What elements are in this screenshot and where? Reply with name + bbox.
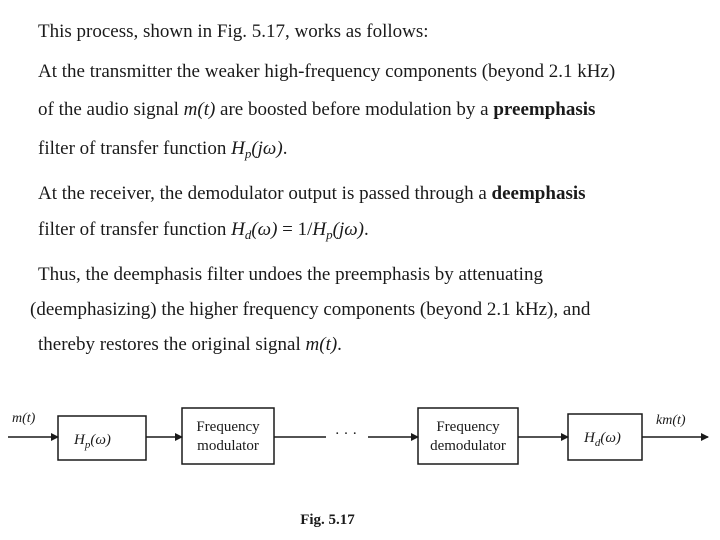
output-signal-label: km(t)	[656, 413, 686, 428]
figure-reference: Fig. 5.17	[216, 21, 286, 42]
subscript-p: p	[326, 227, 333, 242]
figure-caption: Fig. 5.17	[300, 512, 355, 528]
argument-j-omega: (jω)	[332, 219, 364, 240]
text-fragment: .	[282, 138, 288, 159]
para3-line2: (deemphasizing) the higher frequency com…	[30, 299, 591, 320]
term-preemphasis: preemphasis	[493, 99, 596, 120]
para3-line1: Thus, the deemphasis filter undoes the p…	[38, 264, 543, 285]
para2-line1: At the receiver, the demodulator output …	[38, 182, 586, 206]
preemphasis-filter-label: Hp(ω)	[73, 432, 111, 451]
text-fragment: filter of transfer function	[38, 219, 232, 240]
equation-fragment: = 1/	[277, 219, 313, 240]
para1-line2: At the transmitter the weaker high-frequ…	[38, 61, 616, 82]
signal-m-of-t: m(t)	[183, 99, 216, 120]
para2-line2: filter of transfer function Hd(ω) = 1/Hp…	[38, 218, 369, 247]
modulator-label-line1: Frequency	[196, 419, 260, 435]
symbol-H: H	[231, 138, 245, 159]
demodulator-label-line2: demodulator	[430, 438, 506, 454]
term-deemphasis: deemphasis	[491, 183, 586, 204]
text-fragment: are boosted before modulation by a	[215, 99, 494, 120]
preemphasis-filter-box	[57, 415, 147, 461]
text-fragment: This process, shown in	[38, 21, 217, 42]
block-diagram: m(t) Hp(ω) Frequency modulator · · · Fre…	[8, 407, 709, 465]
modulator-label-line2: modulator	[197, 438, 259, 454]
text-fragment: .	[337, 334, 342, 355]
subscript-p: p	[244, 146, 252, 161]
text-fragment: filter of transfer function	[38, 138, 232, 159]
deemphasis-filter-label: Hd(ω)	[583, 430, 621, 449]
para1-line1: This process, shown in Fig. 5.17, works …	[38, 20, 429, 44]
text-fragment: thereby restores the original signal	[38, 334, 306, 355]
input-signal-label: m(t)	[12, 411, 36, 426]
text-fragment: At the receiver, the demodulator output …	[38, 183, 492, 204]
para3-line3: thereby restores the original signal m(t…	[38, 333, 342, 357]
para1-line3: of the audio signal m(t) are boosted bef…	[38, 98, 595, 122]
text-fragment: .	[364, 219, 369, 240]
argument-omega: (ω)	[251, 219, 278, 240]
subscript-d: d	[244, 227, 252, 242]
frequency-demodulator-box	[417, 407, 519, 465]
frequency-modulator-box	[181, 407, 275, 465]
signal-m-of-t: m(t)	[305, 334, 338, 355]
demodulator-label-line1: Frequency	[436, 419, 500, 435]
channel-dots: · · ·	[335, 426, 358, 442]
text-fragment: , works as follows:	[285, 21, 429, 42]
symbol-H: H	[312, 219, 327, 240]
para1-line4: filter of transfer function Hp(jω).	[38, 137, 287, 166]
text-fragment: of the audio signal	[38, 99, 184, 120]
symbol-H: H	[231, 219, 245, 240]
argument-j-omega: (jω)	[251, 138, 283, 159]
